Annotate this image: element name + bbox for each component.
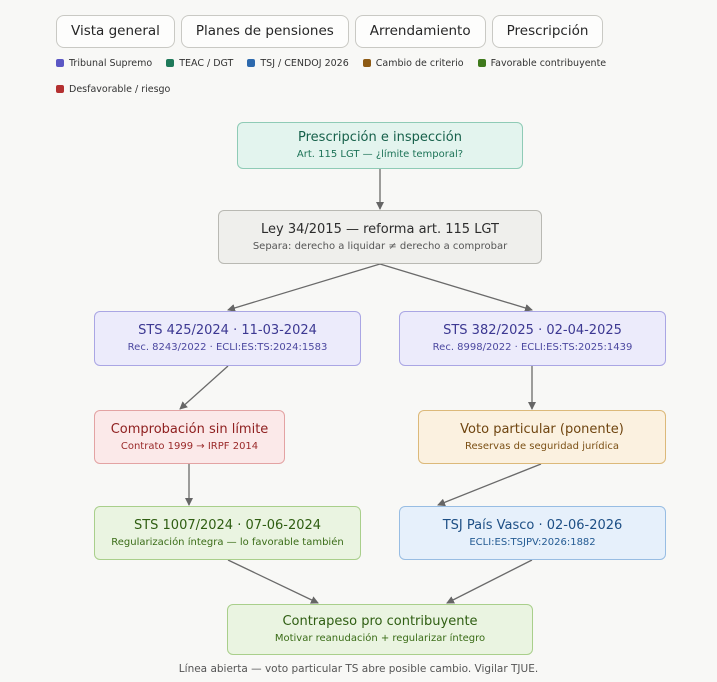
node-ley-34-2015[interactable]: Ley 34/2015 — reforma art. 115 LGT Separ… (218, 210, 542, 264)
tab-planes-pensiones[interactable]: Planes de pensiones (180, 15, 349, 48)
legend-swatch (56, 59, 64, 67)
node-subtitle: Motivar reanudación + regularizar íntegr… (274, 633, 486, 644)
legend-label: Cambio de criterio (375, 57, 464, 69)
node-title: STS 425/2024 · 11-03-2024 (138, 323, 317, 338)
tab-vista-general[interactable]: Vista general (56, 15, 175, 48)
legend-swatch (247, 59, 256, 67)
tab-bar: Vista general Planes de pensiones Arrend… (56, 15, 604, 48)
node-title: TSJ País Vasco · 02-06-2026 (442, 517, 623, 533)
legend-swatch (166, 59, 175, 67)
node-title: Voto particular (ponente) (460, 421, 624, 437)
legend-label: Favorable contribuyente (490, 57, 607, 69)
node-title: Contrapeso pro contribuyente (282, 614, 478, 629)
node-subtitle: Contrato 1999 → IRPF 2014 (120, 440, 259, 452)
node-subtitle: Rec. 8243/2022 · ECLI:ES:TS:2024:1583 (127, 342, 328, 353)
legend-item-tribunal-supremo: Tribunal Supremo (56, 56, 152, 70)
legend-swatch (477, 59, 486, 67)
node-contrapeso-pro-contribuyente[interactable]: Contrapeso pro contribuyente Motivar rea… (227, 604, 533, 655)
node-voto-particular[interactable]: Voto particular (ponente) Reservas de se… (418, 410, 666, 464)
edge-sts1007-contrapeso (227, 559, 319, 604)
edge-voto-tsj (437, 463, 542, 507)
legend-label: Tribunal Supremo (69, 57, 153, 69)
node-sts-425-2024[interactable]: STS 425/2024 · 11-03-2024 Rec. 8243/2022… (94, 311, 361, 366)
node-subtitle: Separa: derecho a liquidar ≠ derecho a c… (252, 240, 508, 252)
legend-swatch (56, 85, 64, 93)
footnote: Línea abierta — voto particular TS abre … (178, 663, 539, 675)
legend-item-teac-dgt: TEAC / DGT (166, 56, 233, 70)
node-sts-1007-2024[interactable]: STS 1007/2024 · 07-06-2024 Regularizació… (94, 506, 361, 560)
node-subtitle: Reservas de seguridad jurídica (465, 440, 619, 452)
node-subtitle: ECLI:ES:TSJPV:2026:1882 (469, 536, 596, 548)
node-sts-382-2025[interactable]: STS 382/2025 · 02-04-2025 Rec. 8998/2022… (399, 311, 666, 366)
legend-label: TSJ / CENDOJ 2026 (260, 57, 349, 69)
node-title: STS 382/2025 · 02-04-2025 (443, 323, 622, 338)
node-title: STS 1007/2024 · 07-06-2024 (133, 517, 322, 533)
legend-swatch (362, 59, 371, 67)
edge-ley-sts425 (227, 263, 381, 312)
legend-label: TEAC / DGT (179, 57, 234, 69)
tab-prescripcion[interactable]: Prescripción (491, 15, 604, 48)
node-title: Comprobación sin límite (110, 421, 269, 437)
node-subtitle: Rec. 8998/2022 · ECLI:ES:TS:2025:1439 (432, 342, 633, 353)
node-prescripcion-inspeccion[interactable]: Prescripción e inspección Art. 115 LGT —… (237, 122, 523, 169)
node-comprobacion-sin-limite[interactable]: Comprobación sin límite Contrato 1999 → … (94, 410, 285, 464)
edge-ley-sts382 (379, 263, 533, 312)
node-title: Prescripción e inspección (298, 130, 462, 145)
legend-item-tsj-cendoj: TSJ / CENDOJ 2026 (247, 56, 349, 70)
legend-item-favorable: Favorable contribuyente (477, 56, 607, 70)
node-subtitle: Art. 115 LGT — ¿límite temporal? (296, 149, 464, 160)
tab-arrendamiento[interactable]: Arrendamiento (354, 15, 486, 48)
edge-sts425-comprobacion (179, 365, 229, 410)
legend-item-cambio-criterio: Cambio de criterio (362, 56, 464, 70)
edge-tsj-contrapeso (446, 559, 533, 604)
node-tsj-pais-vasco[interactable]: TSJ País Vasco · 02-06-2026 ECLI:ES:TSJP… (399, 506, 666, 560)
node-subtitle: Regularización íntegra — lo favorable ta… (111, 536, 344, 548)
legend: Tribunal Supremo TEAC / DGT TSJ / CENDOJ… (56, 56, 656, 108)
legend-item-desfavorable: Desfavorable / riesgo (56, 82, 170, 96)
legend-label: Desfavorable / riesgo (69, 83, 171, 95)
node-title: Ley 34/2015 — reforma art. 115 LGT (261, 221, 499, 237)
